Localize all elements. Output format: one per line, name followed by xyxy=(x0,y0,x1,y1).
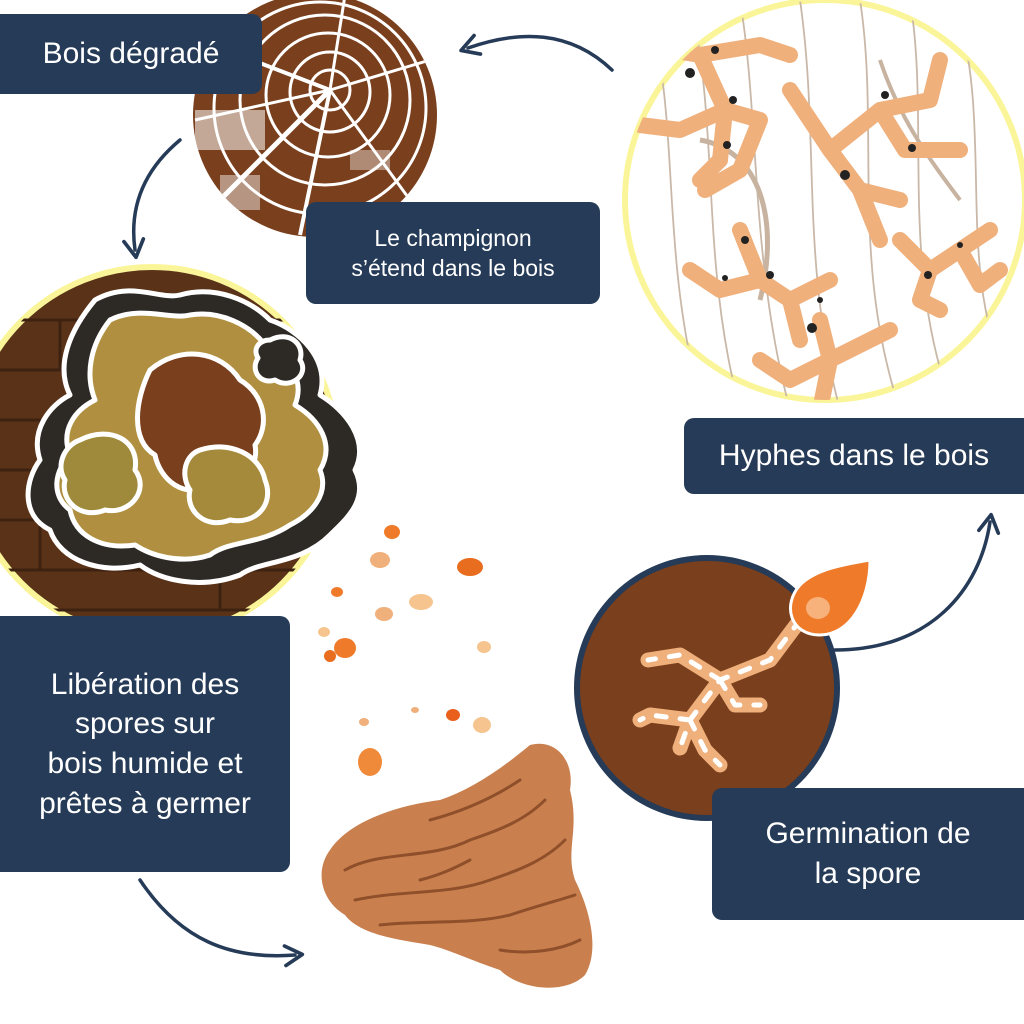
cycle-arrows xyxy=(122,33,1001,968)
label-spore-release-line-3: bois humide et xyxy=(47,747,243,780)
label-degraded-wood: Bois dégradé xyxy=(0,14,262,94)
label-degraded-wood-text: Bois dégradé xyxy=(42,37,220,71)
label-fungus-spreads: Le champignon s’étend dans le bois xyxy=(306,202,600,304)
germinating-spore-illustration xyxy=(574,555,872,821)
label-spore-release: Libération des spores sur bois humide et… xyxy=(0,616,290,872)
arrow-degraded-wood-to-mushroom xyxy=(122,138,182,260)
hyphae-in-wood-illustration xyxy=(622,0,1024,403)
label-hyphae-in-wood-text: Hyphes dans le bois xyxy=(718,439,990,473)
label-spore-germination: Germination de la spore xyxy=(712,788,1024,920)
label-spore-release-line-4: prêtes à germer xyxy=(39,786,251,820)
spores xyxy=(237,525,491,776)
mushroom-on-wood-illustration xyxy=(0,264,363,640)
arrow-spores-to-wet-wood xyxy=(138,878,305,968)
label-spore-release-line-2: spores sur xyxy=(74,707,216,741)
wet-wood-illustration xyxy=(321,743,593,988)
label-fungus-spreads-line-2: s’étend dans le bois xyxy=(351,255,555,281)
arrow-germination-to-hyphae xyxy=(833,512,1001,652)
arrow-hyphae-to-degraded-wood xyxy=(459,33,614,72)
label-spore-germination-line-1: Germination de xyxy=(765,817,971,851)
label-spore-release-line-1: Libération des xyxy=(50,667,240,701)
label-fungus-spreads-line-1: Le champignon xyxy=(374,224,532,251)
label-hyphae-in-wood: Hyphes dans le bois xyxy=(684,418,1024,494)
label-spore-germination-line-2: la spore xyxy=(814,857,922,890)
